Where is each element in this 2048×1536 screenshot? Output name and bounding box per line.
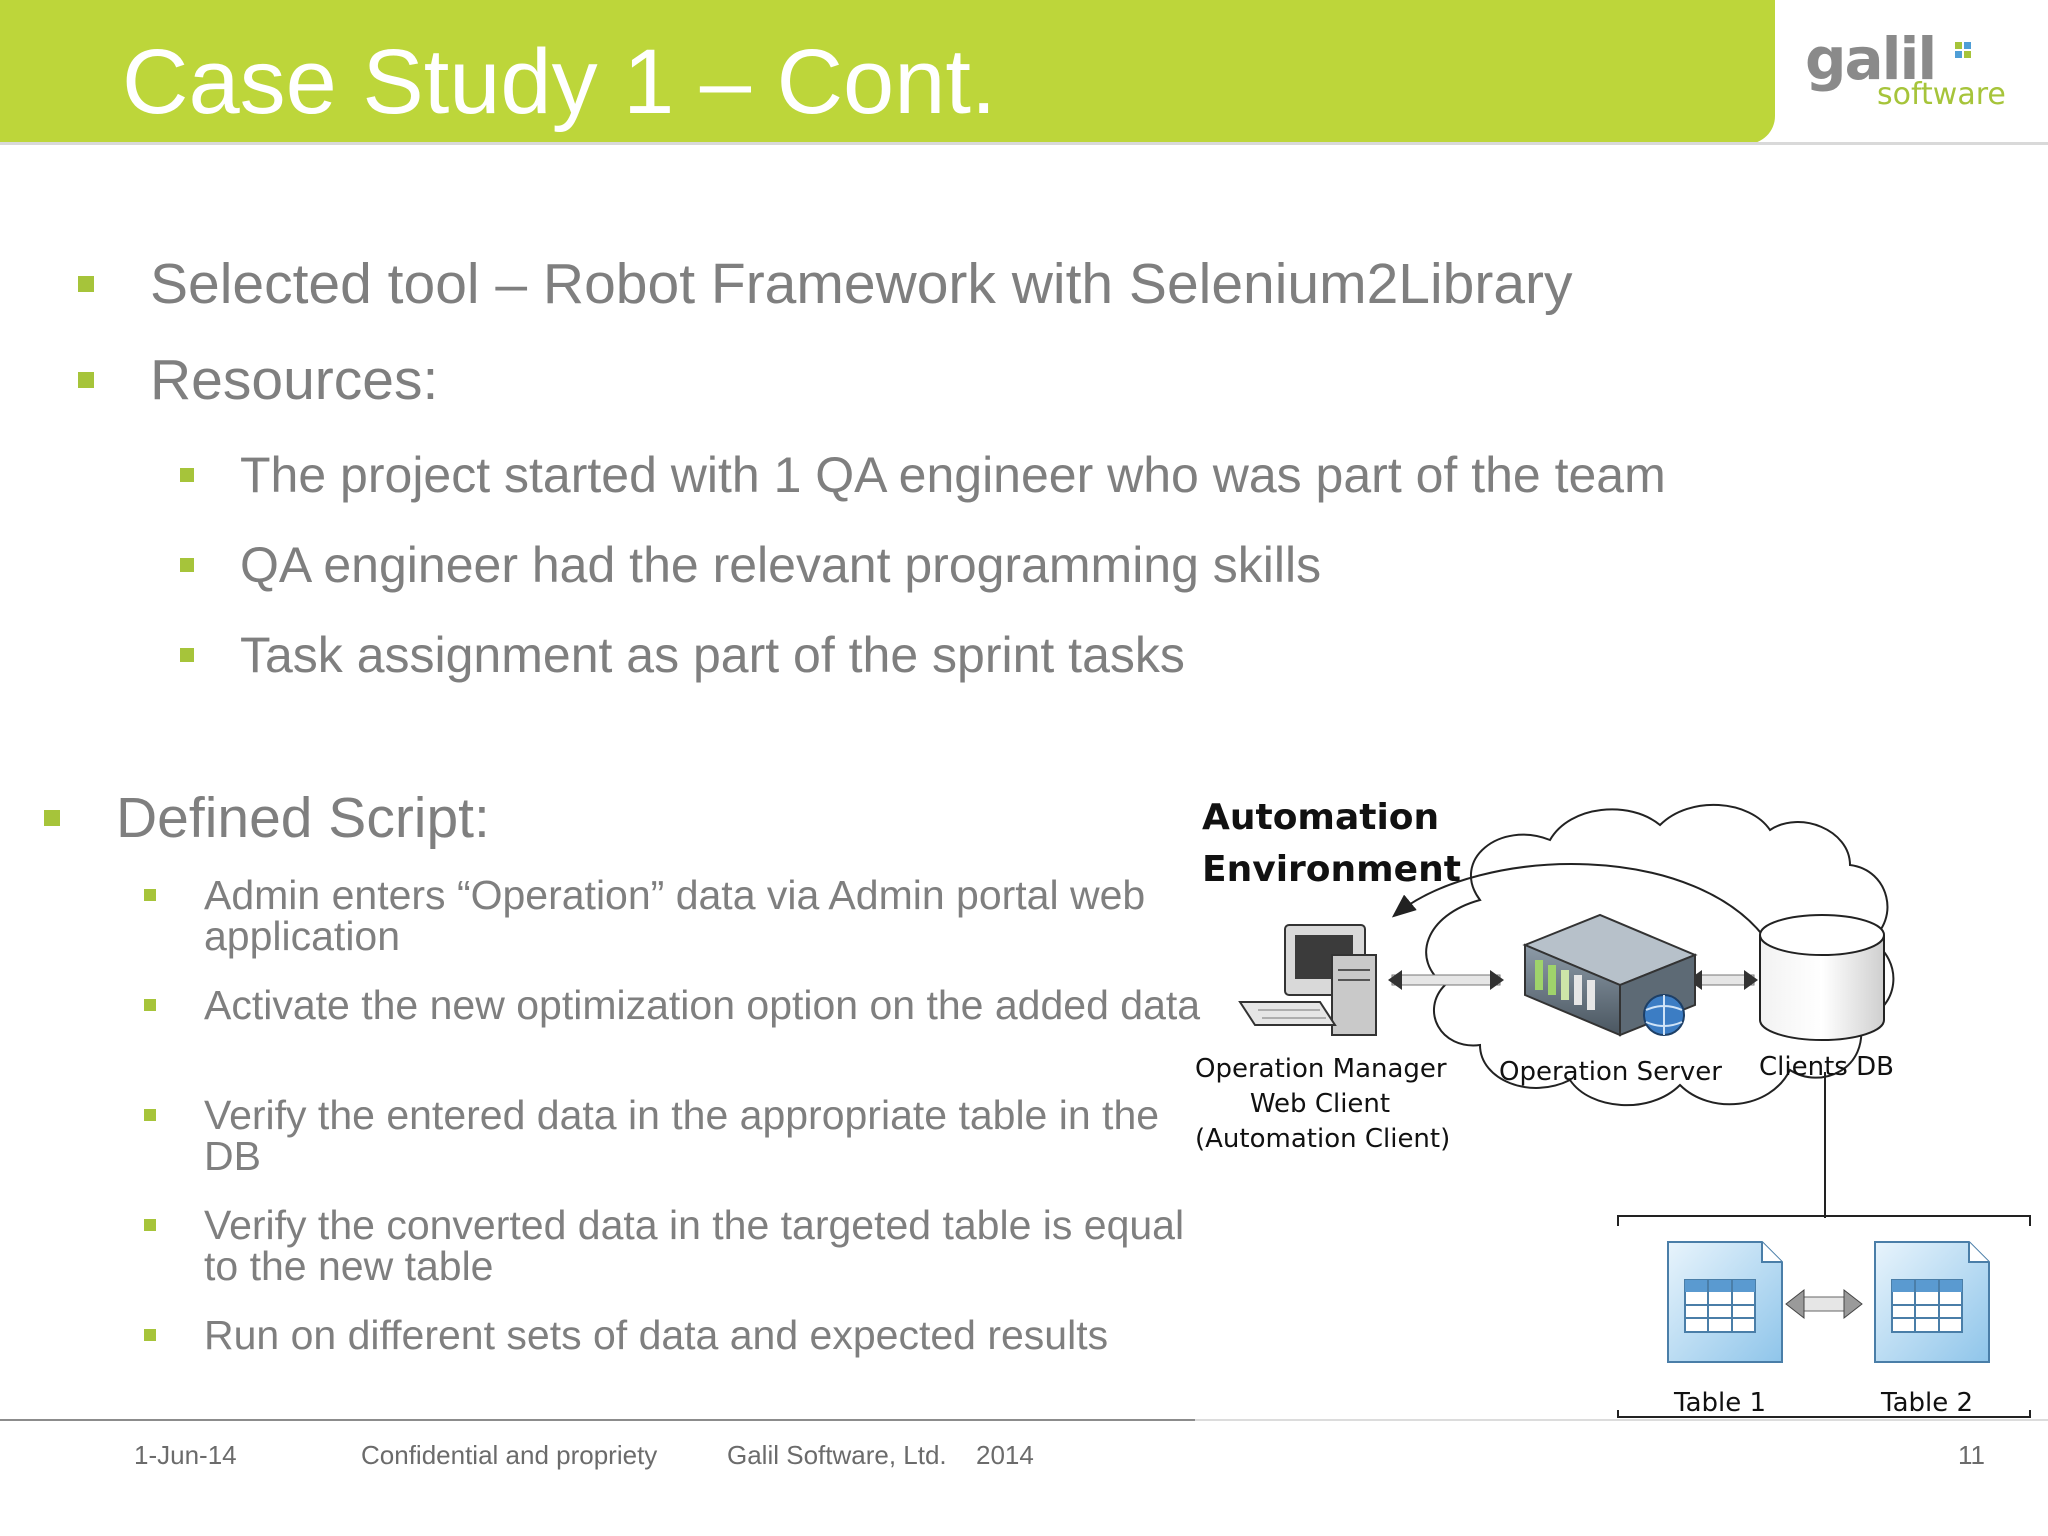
script-item-run-sets: Run on different sets of data and expect… <box>144 1312 1204 1358</box>
footer-divider-light <box>1195 1419 2048 1421</box>
bullet-text: Run on different sets of data and expect… <box>204 1312 1109 1358</box>
bullet-text: Verify the converted data in the targete… <box>204 1202 1185 1289</box>
sub-bullet-programming-skills: QA engineer had the relevant programming… <box>180 536 1322 594</box>
bullet-text: QA engineer had the relevant programming… <box>240 537 1322 593</box>
database-icon <box>1759 914 1885 1041</box>
bullet-defined-script: Defined Script: <box>44 786 490 850</box>
client-label-line2: Web Client <box>1249 1089 1391 1119</box>
diagram-graphics <box>1238 804 2031 1418</box>
sub-bullet-task-assignment: Task assignment as part of the sprint ta… <box>180 626 1185 684</box>
script-item-verify-converted: Verify the converted data in the targete… <box>144 1202 1204 1289</box>
script-item-verify-entered: Verify the entered data in the appropria… <box>144 1092 1204 1179</box>
script-item-admin-enters: Admin enters “Operation” data via Admin … <box>144 872 1204 959</box>
bullet-resources: Resources: <box>78 348 439 412</box>
bullet-text: Activate the new optimization option on … <box>204 982 1201 1028</box>
bullet-text: Resources: <box>150 348 439 412</box>
bullet-text: Task assignment as part of the sprint ta… <box>240 627 1185 683</box>
footer-company: Galil Software, Ltd. <box>727 1440 947 1470</box>
curved-arrow <box>1391 863 1790 968</box>
logo-subtitle: software <box>1877 77 2006 112</box>
bullet-marker <box>78 276 94 292</box>
script-item-activate-option: Activate the new optimization option on … <box>144 982 1204 1028</box>
table-2-document-icon <box>1874 1241 1990 1363</box>
client-label-line1: Operation Manager <box>1195 1054 1447 1084</box>
bullet-marker <box>144 1109 156 1121</box>
bullet-marker <box>78 372 94 388</box>
connector-client-server <box>1388 970 1504 990</box>
slide-title: Case Study 1 – Cont. <box>122 31 997 133</box>
db-label: Clients DB <box>1759 1052 1894 1082</box>
table-2-label: Table 2 <box>1881 1388 1974 1418</box>
table-compare-arrow <box>1785 1288 1863 1320</box>
bullet-marker <box>180 468 194 482</box>
bullet-marker <box>144 889 156 901</box>
tables-bracket <box>1617 1215 2031 1226</box>
server-icon <box>1522 913 1698 1037</box>
bullet-marker <box>180 558 194 572</box>
bullet-marker <box>144 1219 156 1231</box>
automation-environment-diagram: Automation Environment Operation Manager… <box>1180 780 2048 1430</box>
footer-page-number: 11 <box>1958 1440 1985 1470</box>
diagram-title-line1: Automation <box>1202 797 1440 838</box>
table-1-document-icon <box>1667 1241 1783 1363</box>
bullet-marker <box>144 1329 156 1341</box>
bullet-marker <box>44 810 60 826</box>
galil-software-logo: galil software <box>1805 30 2020 115</box>
bullet-text: Selected tool – Robot Framework with Sel… <box>150 252 1573 316</box>
tables-bracket-bottom <box>1617 1410 2031 1418</box>
footer-date: 1-Jun-14 <box>134 1440 237 1470</box>
table-1-label: Table 1 <box>1674 1388 1767 1418</box>
title-bar <box>0 0 1775 144</box>
footer-divider <box>0 1419 1195 1421</box>
bullet-selected-tool: Selected tool – Robot Framework with Sel… <box>78 252 1573 316</box>
diagram-title: Automation Environment <box>1202 792 1461 896</box>
computer-icon <box>1238 924 1377 1036</box>
logo-dots-icon <box>1955 42 1973 60</box>
server-label: Operation Server <box>1499 1057 1722 1087</box>
title-bar-divider <box>0 142 2048 145</box>
bullet-marker <box>180 648 194 662</box>
sub-bullet-project-started: The project started with 1 QA engineer w… <box>180 446 1666 504</box>
bullet-text: Verify the entered data in the appropria… <box>204 1092 1160 1179</box>
footer-year: 2014 <box>976 1440 1034 1470</box>
bullet-text: Admin enters “Operation” data via Admin … <box>204 872 1146 959</box>
logo-wordmark: galil <box>1805 25 1937 93</box>
client-label: Operation Manager Web Client (Automation… <box>1195 1052 1451 1157</box>
bullet-marker <box>144 999 156 1011</box>
footer-confidential: Confidential and propriety <box>361 1440 658 1470</box>
bullet-text: Defined Script: <box>116 786 490 850</box>
bullet-text: The project started with 1 QA engineer w… <box>240 447 1666 503</box>
diagram-title-line2: Environment <box>1202 849 1461 890</box>
client-label-line3: (Automation Client) <box>1195 1124 1451 1154</box>
